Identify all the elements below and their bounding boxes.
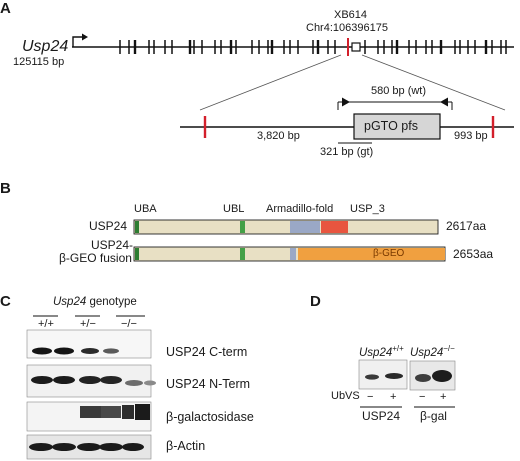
d-bgal-label: β-gal <box>420 409 447 423</box>
cassette-label: pGTO pfs <box>364 119 418 133</box>
genotype-header: Usp24 genotype <box>53 296 137 308</box>
panel-a-label: A <box>0 0 11 17</box>
lane-wt: +/+ <box>38 318 54 330</box>
blot-cterm-label: USP24 C-term <box>166 345 248 359</box>
d-usp24-label: USP24 <box>362 409 401 423</box>
domain-armadillo-label: Armadillo-fold <box>266 203 334 215</box>
wt-product-length: 580 bp (wt) <box>371 85 427 97</box>
domain-uba-label: UBA <box>134 203 157 215</box>
ubvs-sign-1: − <box>367 391 374 403</box>
left-flank-length: 3,820 bp <box>257 130 300 142</box>
gt-product-length: 321 bp (gt) <box>320 146 374 158</box>
ubvs-sign-2: + <box>390 391 397 403</box>
protein-domains <box>133 219 446 262</box>
usp24-length: 2617aa <box>446 219 487 233</box>
lane-het: +/− <box>80 318 96 330</box>
blot-nterm-label: USP24 N-Term <box>166 377 251 391</box>
blot-actin-label: β-Actin <box>166 439 206 453</box>
usp24-bar <box>133 219 439 235</box>
gene-name: Usp24 <box>22 38 69 55</box>
ubvs-sign-4: + <box>440 391 447 403</box>
lane-ko: −/− <box>121 318 137 330</box>
domain-ubl-label: UBL <box>223 203 245 215</box>
ubvs-sign-3: − <box>419 391 426 403</box>
panel-d-label: D <box>310 293 321 310</box>
blot-bgal-label: β-galactosidase <box>166 410 254 424</box>
usp24-name: USP24 <box>89 219 128 233</box>
beta-geo-label: β-GEO <box>373 248 405 259</box>
wt-header: Usp24+/+ <box>359 344 404 359</box>
ubvs-label: UbVS <box>331 390 360 402</box>
fusion-name-line1: USP24- <box>91 238 134 252</box>
panel-b-label: B <box>0 180 11 197</box>
gene-track <box>72 33 514 111</box>
western-blot-c <box>26 315 156 460</box>
fusion-length: 2653aa <box>453 247 494 261</box>
pgto-cassette <box>353 113 441 140</box>
trap-id: XB614 <box>334 9 368 21</box>
trap-cassette-box <box>351 42 361 52</box>
right-flank-length: 993 bp <box>454 130 488 142</box>
gene-length: 125115 bp <box>13 56 65 68</box>
panel-c-label: C <box>0 293 11 310</box>
tss-arrow <box>72 36 84 47</box>
domain-usp3-label: USP_3 <box>350 203 385 215</box>
ko-header: Usp24−/− <box>410 344 455 359</box>
insertion-detail <box>180 97 514 144</box>
western-blot-d <box>358 359 456 408</box>
fusion-name-line2: β-GEO fusion <box>59 251 132 265</box>
trap-coordinate: Chr4:106396175 <box>306 22 388 34</box>
